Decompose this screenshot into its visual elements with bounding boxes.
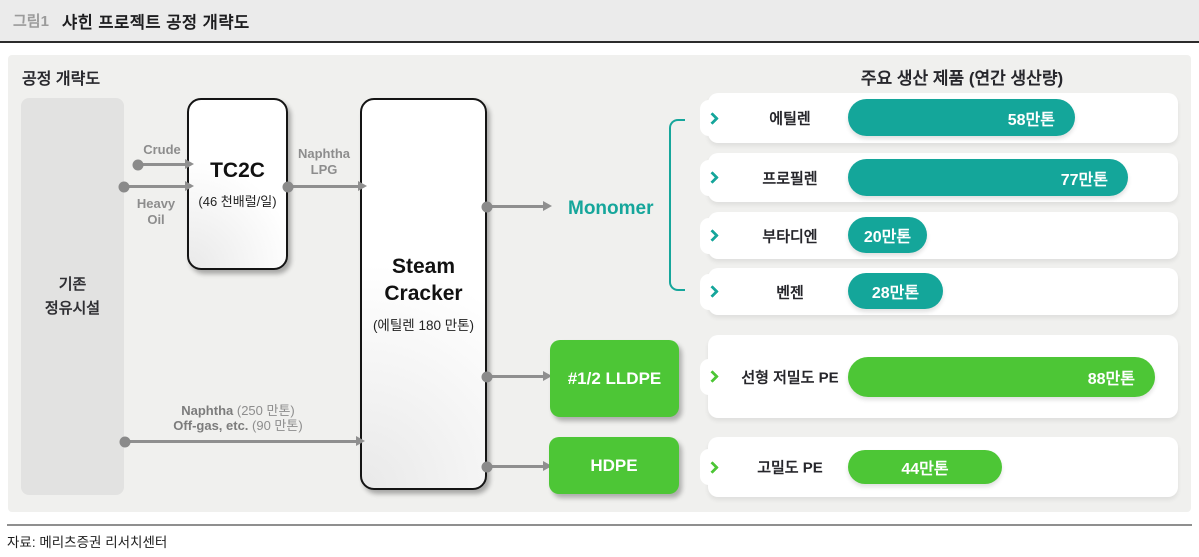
figure-number: 그림1 bbox=[13, 13, 49, 30]
lldpe-arrow bbox=[487, 371, 552, 381]
steam-cracker-title: Steam Cracker bbox=[384, 254, 462, 307]
production-pill: 20만톤 bbox=[848, 217, 927, 253]
product-name: 선형 저밀도 PE bbox=[741, 369, 839, 386]
lldpe-unit-box: #1/2 LLDPE bbox=[550, 340, 679, 417]
chevron-right-icon bbox=[706, 111, 719, 125]
product-row-ethylene: 에틸렌 58만톤 bbox=[700, 93, 1178, 143]
naphtha-lpg-node-dot bbox=[282, 181, 294, 193]
feed-line2-rest: (90 만톤) bbox=[248, 418, 303, 434]
refinery-label-line2: 정유시설 bbox=[44, 299, 101, 317]
chevron-right-icon bbox=[706, 370, 719, 383]
monomer-label: Monomer bbox=[568, 198, 654, 219]
crude-label: Crude bbox=[143, 142, 181, 157]
product-row-lldpe: 선형 저밀도 PE 88만톤 bbox=[700, 335, 1178, 418]
production-pill: 77만톤 bbox=[848, 159, 1128, 196]
tc2c-title: TC2C bbox=[210, 158, 265, 182]
row-chevron-tab bbox=[700, 449, 728, 485]
steam-cracker-box: Steam Cracker (에틸렌 180 만톤) bbox=[360, 98, 487, 490]
heavy-oil-label-line2: Oil bbox=[147, 211, 165, 227]
product-name: 에틸렌 bbox=[769, 110, 811, 128]
naphtha-lpg-arrow bbox=[288, 181, 367, 191]
chevron-right-icon bbox=[706, 171, 719, 184]
refinery-feed-label: Naphtha (250 만톤) Off-gas, etc. (90 만톤) bbox=[150, 403, 326, 434]
heavy-oil-arrow bbox=[124, 181, 194, 191]
steam-cracker-title-line1: Steam bbox=[391, 255, 455, 279]
crude-node-dot bbox=[132, 159, 144, 171]
row-chevron-tab bbox=[700, 358, 728, 395]
footer-divider bbox=[7, 524, 1192, 526]
steam-cracker-capacity: (에틸렌 180 만톤) bbox=[372, 317, 475, 333]
product-name: 프로필렌 bbox=[762, 170, 818, 187]
product-row-benzene: 벤젠 28만톤 bbox=[700, 268, 1178, 315]
production-pill: 58만톤 bbox=[848, 99, 1075, 136]
heavy-oil-node-dot bbox=[118, 181, 130, 193]
product-row-butadiene: 부타디엔 20만톤 bbox=[700, 212, 1178, 259]
product-name: 부타디엔 bbox=[762, 228, 818, 245]
product-name: 벤젠 bbox=[776, 284, 804, 301]
row-chevron-tab bbox=[700, 217, 728, 254]
figure-title: 샤힌 프로젝트 공정 개략도 bbox=[61, 13, 250, 32]
tc2c-box: TC2C (46 천배럴/일) bbox=[187, 98, 288, 270]
heavy-oil-label: Heavy Oil bbox=[116, 196, 196, 227]
product-row-hdpe: 고밀도 PE 44만톤 bbox=[700, 437, 1178, 497]
existing-refinery-label: 기존 정유시설 bbox=[45, 273, 100, 320]
refinery-feed-label-line2: Off-gas, etc. (90 만톤) bbox=[150, 418, 326, 433]
chevron-right-icon bbox=[706, 285, 719, 298]
products-heading: 주요 생산 제품 (연간 생산량) bbox=[860, 69, 1064, 88]
tc2c-capacity: (46 천배럴/일) bbox=[198, 194, 277, 210]
row-chevron-tab bbox=[700, 100, 728, 136]
refinery-feed-label-line1: Naphtha (250 만톤) bbox=[150, 403, 326, 418]
figure-title-bar: 그림1 샤힌 프로젝트 공정 개략도 bbox=[0, 0, 1199, 43]
production-pill: 88만톤 bbox=[848, 357, 1155, 397]
refinery-label-line1: 기존 bbox=[58, 276, 87, 294]
chevron-right-icon bbox=[706, 460, 719, 474]
hdpe-node-dot bbox=[481, 461, 493, 473]
naphtha-lpg-label: Naphtha LPG bbox=[291, 146, 357, 177]
monomer-node-dot bbox=[481, 201, 493, 213]
hdpe-arrow bbox=[487, 461, 552, 471]
row-chevron-tab bbox=[700, 159, 728, 196]
monomer-arrow bbox=[487, 201, 552, 211]
product-name: 고밀도 PE bbox=[757, 459, 823, 477]
feed-line1-bold: Naphtha bbox=[181, 403, 234, 418]
product-row-propylene: 프로필렌 77만톤 bbox=[700, 153, 1178, 202]
chevron-right-icon bbox=[706, 229, 719, 242]
lldpe-node-dot bbox=[481, 371, 493, 383]
monomer-group-bracket bbox=[669, 119, 685, 291]
naphtha-lpg-label-line1: Naphtha bbox=[298, 146, 350, 161]
refinery-to-cracker-arrow bbox=[125, 436, 365, 446]
process-diagram: 공정 개략도 주요 생산 제품 (연간 생산량) 기존 정유시설 TC2C (4… bbox=[8, 55, 1191, 512]
source-note: 자료: 메리츠증권 리서치센터 bbox=[7, 535, 168, 550]
existing-refinery-box: 기존 정유시설 bbox=[21, 98, 124, 495]
feed-line2-bold: Off-gas, etc. bbox=[173, 418, 249, 434]
row-chevron-tab bbox=[700, 273, 728, 310]
refinery-to-cracker-node-dot bbox=[119, 436, 131, 448]
steam-cracker-title-line2: Cracker bbox=[384, 281, 463, 305]
feed-line1-rest: (250 만톤) bbox=[233, 403, 295, 418]
production-pill: 28만톤 bbox=[848, 273, 943, 309]
production-pill: 44만톤 bbox=[848, 450, 1002, 484]
process-overview-heading: 공정 개략도 bbox=[22, 71, 101, 88]
crude-arrow bbox=[138, 159, 194, 169]
naphtha-lpg-label-line2: LPG bbox=[310, 161, 338, 177]
heavy-oil-label-line1: Heavy bbox=[136, 196, 176, 211]
hdpe-unit-box: HDPE bbox=[549, 437, 679, 494]
